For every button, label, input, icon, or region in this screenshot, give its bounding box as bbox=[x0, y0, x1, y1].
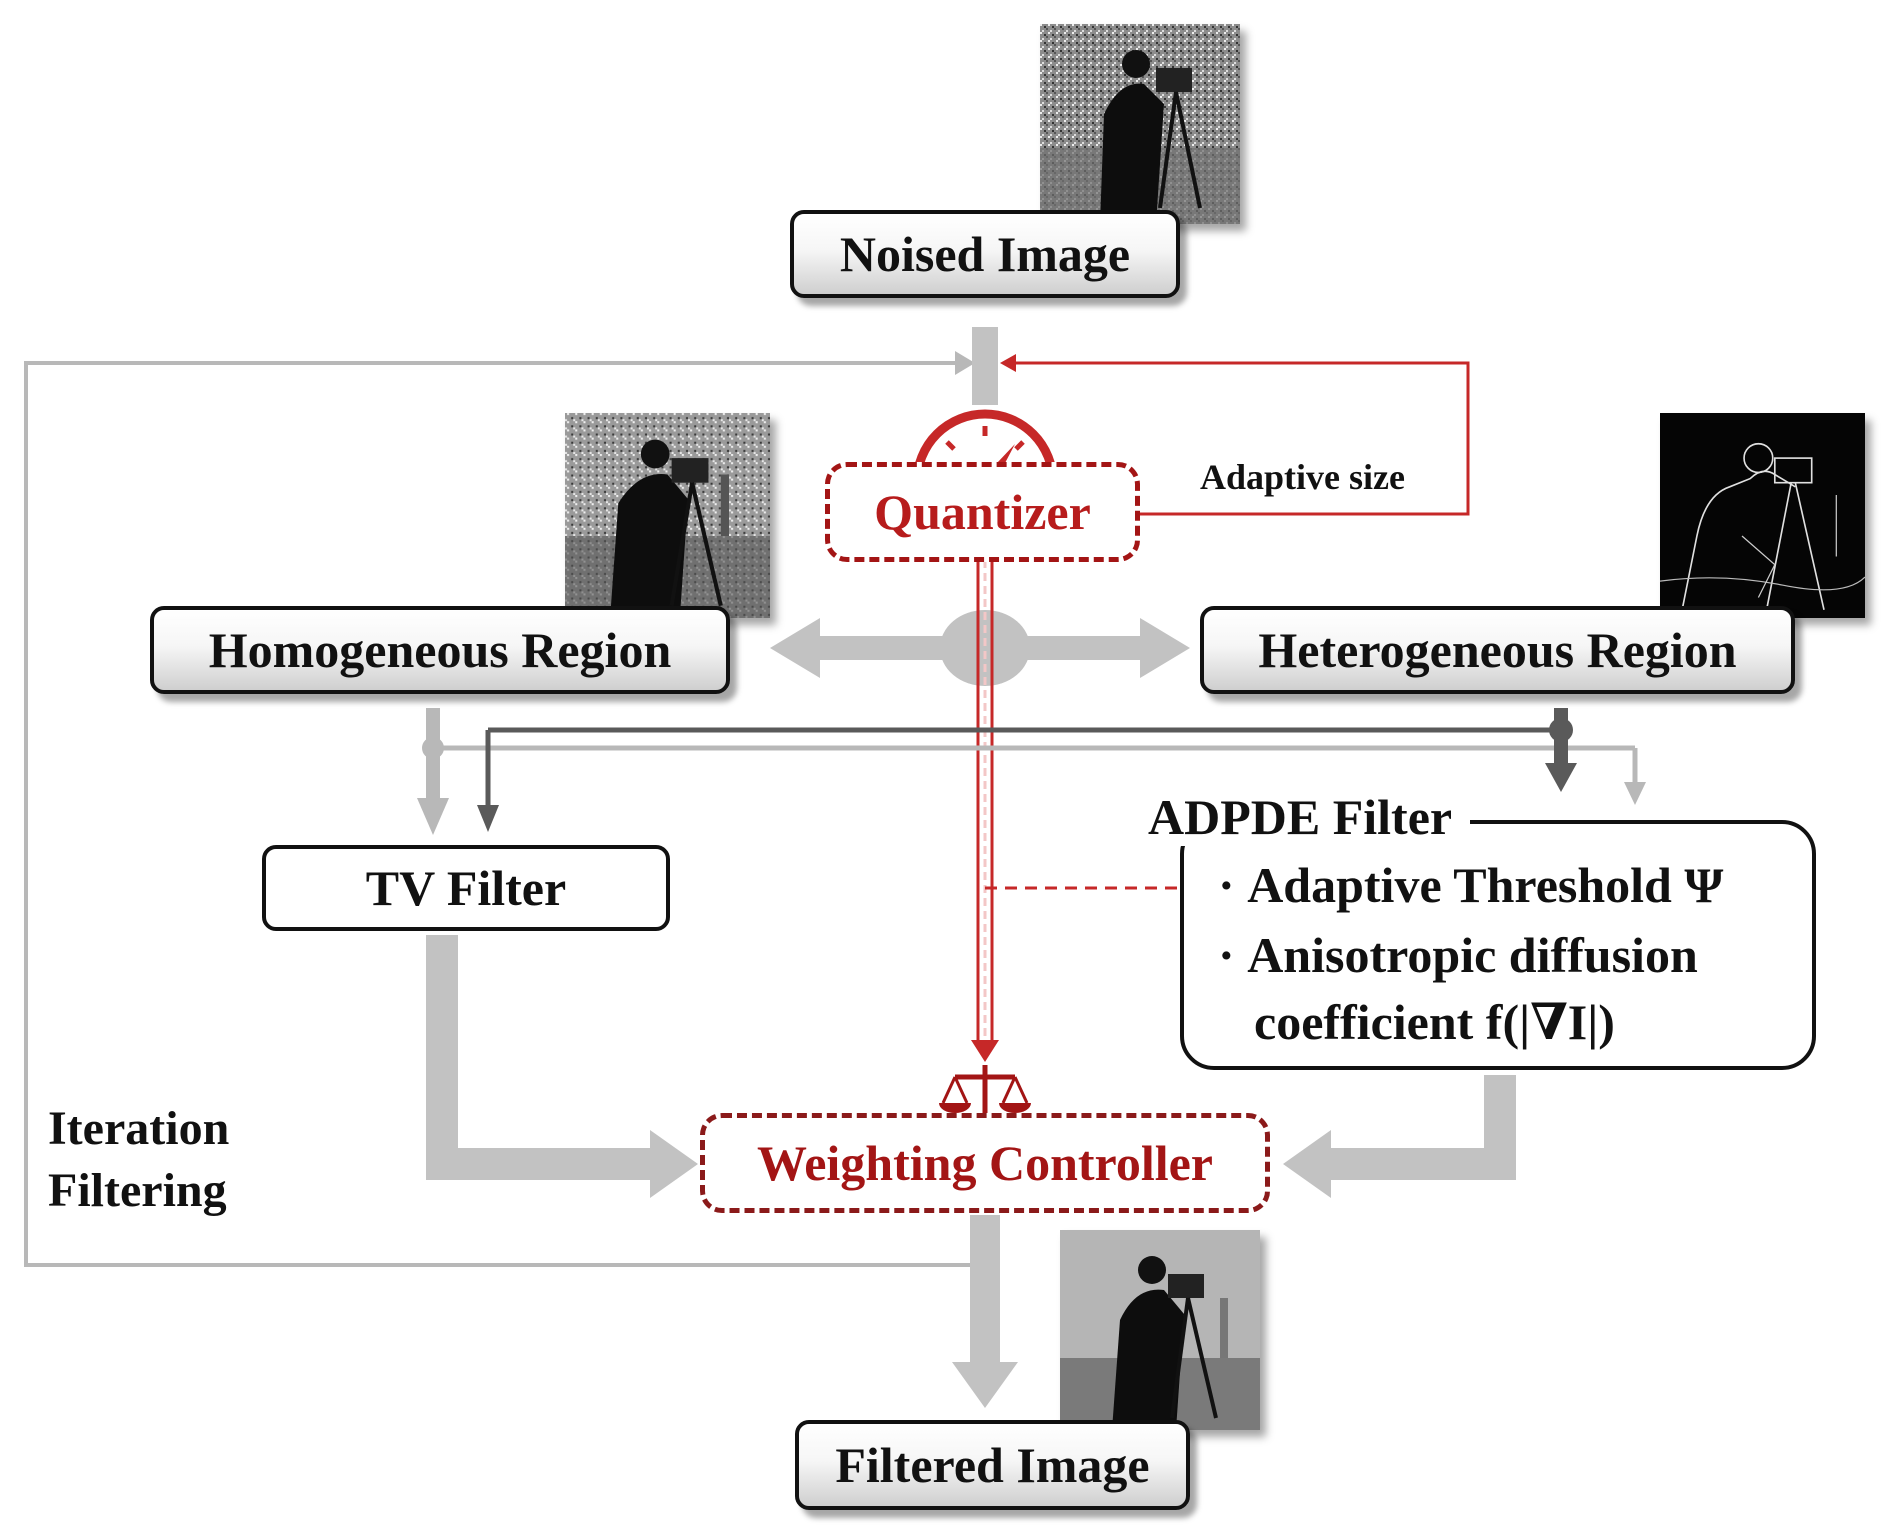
tv-to-weighting-arrow bbox=[426, 935, 698, 1198]
quantizer-to-adpde-dashed bbox=[985, 878, 1208, 898]
iteration-filtering-label: Iteration Filtering bbox=[48, 1098, 229, 1222]
weighting-to-filtered-arrow bbox=[952, 1215, 1018, 1408]
cameraman-photo-icon bbox=[1040, 24, 1240, 224]
adpde-filter-panel: · Adaptive Threshold Ψ · Anisotropic dif… bbox=[1180, 820, 1816, 1070]
filtered-image-node: Filtered Image bbox=[795, 1420, 1190, 1510]
adpde-item-diffusion: · Anisotropic diffusion bbox=[1218, 926, 1698, 984]
adaptive-size-label: Adaptive size bbox=[1200, 457, 1405, 497]
tv-filter-label: TV Filter bbox=[365, 860, 567, 916]
weighting-controller-label: Weighting Controller bbox=[756, 1135, 1213, 1191]
region-split-arrow bbox=[770, 610, 1190, 686]
main-trunk-top bbox=[972, 327, 998, 405]
adaptive-size-feedback-line bbox=[1000, 354, 1470, 516]
homogeneous-region-photo bbox=[565, 413, 770, 618]
adpde-to-weighting-arrow bbox=[1283, 1075, 1516, 1198]
adpde-item-coefficient-text: coefficient f(|∇I|) bbox=[1254, 994, 1615, 1050]
iteration-label-line-2: Filtering bbox=[48, 1164, 227, 1217]
homogeneous-region-node: Homogeneous Region bbox=[150, 606, 730, 694]
iteration-loop-line bbox=[24, 351, 975, 1267]
weighting-controller-node: Weighting Controller bbox=[700, 1113, 1270, 1213]
tv-filter-node: TV Filter bbox=[262, 845, 670, 931]
filtered-image-photo bbox=[1060, 1230, 1260, 1430]
homogeneous-region-label: Homogeneous Region bbox=[208, 622, 672, 678]
adpde-item-diffusion-text: Anisotropic diffusion bbox=[1247, 927, 1698, 983]
heterogeneous-region-node: Heterogeneous Region bbox=[1200, 606, 1795, 694]
adpde-item-threshold: · Adaptive Threshold Ψ bbox=[1218, 856, 1723, 914]
noised-image-photo bbox=[1040, 24, 1240, 224]
bullet-dot: · bbox=[1218, 927, 1248, 983]
adpde-filter-title: ADPDE Filter bbox=[1130, 788, 1471, 846]
heterogeneous-region-label: Heterogeneous Region bbox=[1258, 622, 1737, 678]
quantizer-to-weighting-line bbox=[971, 560, 999, 1062]
adpde-item-threshold-text: Adaptive Threshold Ψ bbox=[1247, 857, 1724, 913]
quantizer-node: Quantizer bbox=[825, 462, 1140, 562]
noised-image-node: Noised Image bbox=[790, 210, 1180, 298]
quantizer-label: Quantizer bbox=[874, 484, 1091, 540]
heterogeneous-region-photo bbox=[1660, 413, 1865, 618]
filtered-image-label: Filtered Image bbox=[835, 1437, 1150, 1493]
iteration-label-line-1: Iteration bbox=[48, 1102, 230, 1155]
bullet-dot: · bbox=[1218, 857, 1248, 913]
heterogeneous-to-adpde-arrow bbox=[477, 708, 1577, 832]
homogeneous-to-tv-arrow bbox=[417, 708, 1646, 835]
adpde-item-coefficient: coefficient f(|∇I|) bbox=[1254, 992, 1615, 1051]
noised-image-label: Noised Image bbox=[839, 226, 1131, 282]
